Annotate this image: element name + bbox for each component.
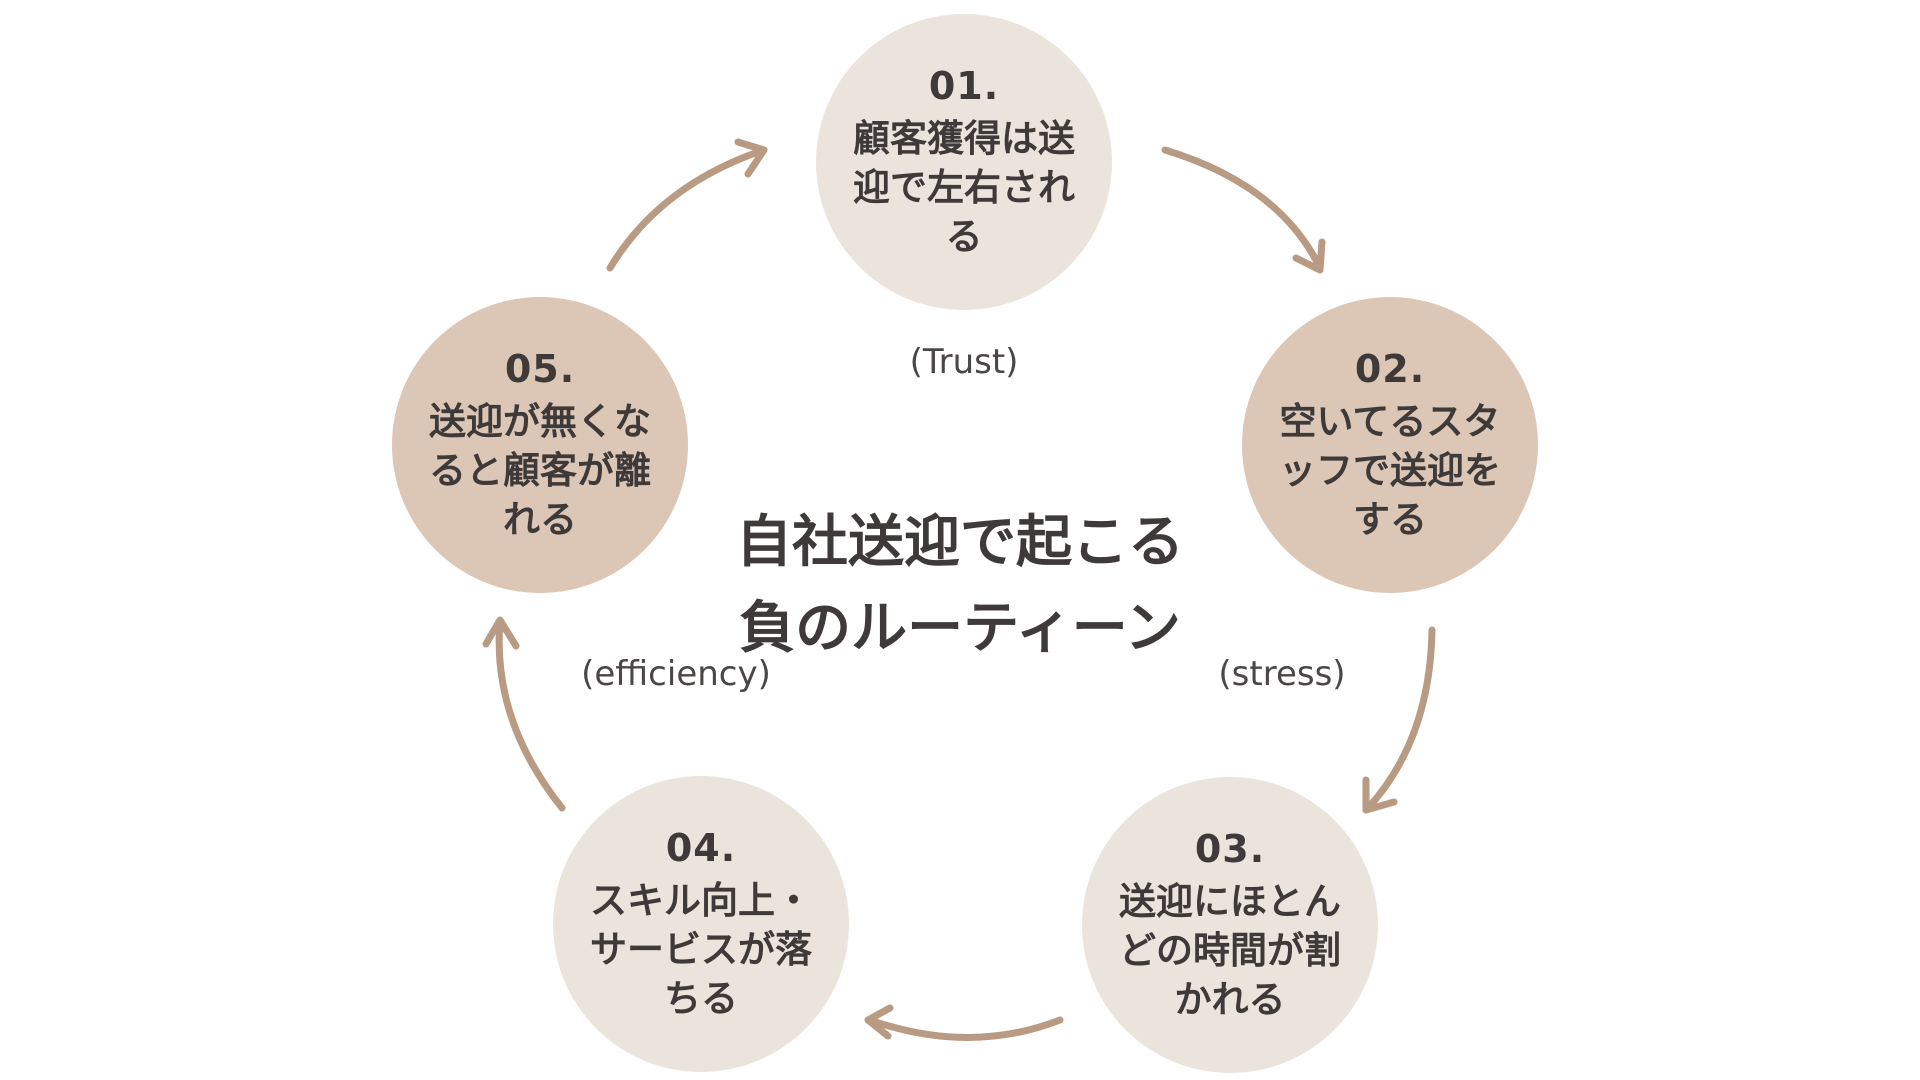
- node-label: 送迎にほとんどの時間が割かれる: [1119, 879, 1341, 1021]
- title-line-2: 負のルーティーン: [739, 596, 1181, 661]
- node-number: 04.: [665, 825, 737, 870]
- node-number: 03.: [1194, 826, 1266, 871]
- tag-trust: (Trust): [909, 342, 1019, 382]
- cycle-node-02: 02. 空いてるスタッフで送迎をする: [1242, 297, 1538, 593]
- node-label: 顧客獲得は送迎で左右される: [853, 116, 1075, 258]
- cycle-node-01: 01. 顧客獲得は送迎で左右される: [816, 14, 1112, 310]
- cycle-node-05: 05. 送迎が無くなると顧客が離れる: [392, 297, 688, 593]
- node-number: 02.: [1354, 346, 1426, 391]
- cycle-node-04: 04. スキル向上・サービスが落ちる: [553, 776, 849, 1072]
- node-number: 01.: [928, 63, 1000, 108]
- node-label: 送迎が無くなると顧客が離れる: [429, 399, 651, 541]
- title-line-1: 自社送迎で起こる: [736, 510, 1184, 575]
- arrow-05-to-01-head: [734, 138, 768, 178]
- arrow-04-to-05-head: [482, 616, 520, 650]
- node-number: 05.: [504, 346, 576, 391]
- arrow-02-to-03-head: [1362, 776, 1398, 814]
- cycle-node-03: 03. 送迎にほとんどの時間が割かれる: [1082, 777, 1378, 1073]
- node-label: 空いてるスタッフで送迎をする: [1279, 399, 1501, 541]
- node-label: スキル向上・サービスが落ちる: [590, 878, 812, 1020]
- arrow-02-to-03: [1364, 626, 1436, 812]
- arrow-05-to-01: [606, 146, 768, 272]
- tag-efficiency: (efficiency): [581, 654, 771, 694]
- diagram-title: 自社送迎で起こる 負のルーティーン: [736, 500, 1184, 672]
- tag-stress: (stress): [1218, 654, 1346, 694]
- arrow-04-to-05: [495, 618, 566, 812]
- arrow-03-to-04: [866, 1016, 1064, 1041]
- arrow-03-to-04-head: [864, 1004, 894, 1040]
- arrow-01-to-02: [1161, 146, 1324, 272]
- arrow-01-to-02-head: [1292, 238, 1326, 274]
